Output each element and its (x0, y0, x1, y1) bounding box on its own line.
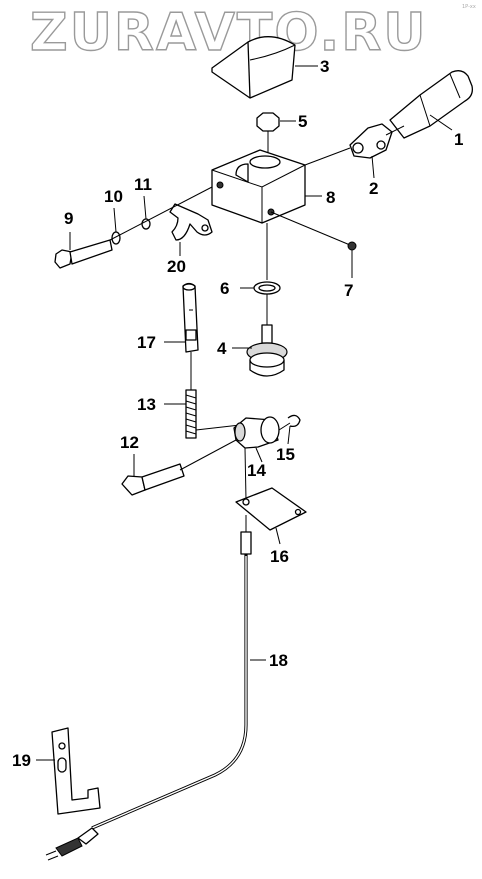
part-1-lever (389, 70, 473, 139)
part-13-threaded-rod (185, 389, 241, 439)
part-14-lever-arm (233, 416, 280, 501)
callout-2: 2 (369, 179, 378, 198)
watermark-text: ZURAVTO.RU (30, 3, 427, 63)
callout-14: 14 (247, 461, 266, 480)
leader-lines (36, 65, 453, 761)
part-11-lock-washer (141, 218, 151, 230)
part-4-pivot (246, 294, 288, 377)
part-20-clamp (169, 203, 213, 241)
callout-10: 10 (104, 187, 123, 206)
callout-20: 20 (167, 257, 186, 276)
callout-13: 13 (137, 395, 156, 414)
callout-18: 18 (269, 651, 288, 670)
callout-19: 19 (12, 751, 31, 770)
callout-1: 1 (454, 130, 463, 149)
callout-17: 17 (137, 333, 156, 352)
callout-3: 3 (320, 57, 329, 76)
callout-11: 11 (134, 175, 152, 194)
part-6-ring (253, 223, 281, 295)
part-18-cable (45, 515, 252, 861)
callout-9: 9 (64, 209, 73, 228)
part-12-bolt (121, 439, 237, 496)
callout-4: 4 (217, 339, 227, 358)
callout-15: 15 (276, 445, 295, 464)
corner-mark: 1P-xx (462, 4, 476, 10)
part-7-nut (270, 211, 357, 251)
callout-6: 6 (220, 279, 229, 298)
callout-12: 12 (120, 433, 139, 452)
part-9-bolt (54, 239, 113, 269)
callout-7: 7 (344, 281, 353, 300)
callout-16: 16 (270, 547, 289, 566)
part-19-bracket (51, 727, 101, 815)
part-3-cover-boot (211, 36, 296, 99)
part-17-rod-end (182, 282, 199, 390)
part-8-housing (211, 147, 351, 224)
part-15-clip (278, 414, 301, 431)
callout-5: 5 (298, 112, 307, 131)
part-2-bracket (349, 123, 405, 159)
callout-8: 8 (326, 188, 335, 207)
part-16-plate (235, 487, 307, 531)
